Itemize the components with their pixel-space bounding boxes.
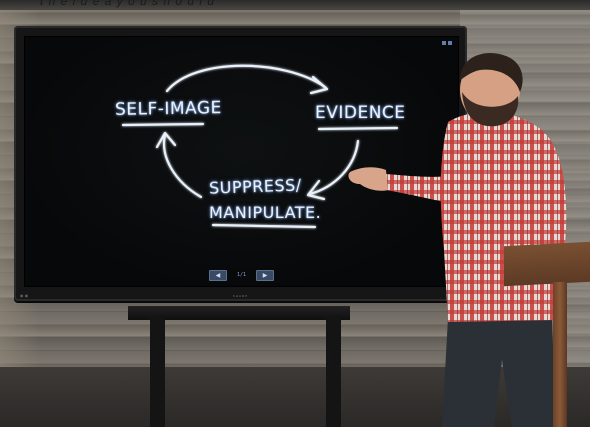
podium-top: [504, 241, 590, 287]
arrowhead-self-image: [155, 131, 177, 149]
monitor-stand-leg-right: [326, 318, 341, 427]
underline-self-image: [121, 122, 205, 127]
presenter-shirt: [440, 111, 567, 322]
caption-text: t h e i d e a y o u s h o u l d: [40, 0, 216, 8]
presenter-hair: [460, 53, 523, 92]
node-evidence: EVIDENCE: [315, 103, 406, 123]
screen-corner-icons[interactable]: [442, 41, 452, 45]
top-caption-strip: t h e i d e a y o u s h o u l d: [0, 0, 590, 10]
monitor-stand-leg-left: [150, 318, 165, 427]
podium-post: [553, 282, 567, 427]
arrow-evidence-to-suppress: [308, 139, 360, 196]
previous-page-button[interactable]: ◀: [208, 269, 227, 281]
next-page-button[interactable]: ▶: [256, 269, 275, 281]
presenter-hand: [348, 167, 388, 191]
monitor-brand-logo: SHARP: [232, 294, 249, 298]
monitor-stand-bar: [128, 306, 350, 320]
arrowhead-suppress: [306, 179, 326, 201]
arrowhead-evidence: [309, 75, 329, 95]
bezel-indicator-icon: ● ●: [20, 293, 29, 298]
presenter-arm: [386, 174, 456, 204]
whiteboard-screen: SELF-IMAGE EVIDENCE SUPPRESS/ MANIPULATE…: [24, 36, 459, 287]
underline-evidence: [317, 126, 399, 131]
presenter-beard: [462, 92, 519, 127]
window-icon[interactable]: [442, 41, 446, 45]
presenter-jeans: [442, 318, 556, 427]
slide-navigation: ◀ 1/1 ▶: [25, 268, 458, 282]
display-monitor: SELF-IMAGE EVIDENCE SUPPRESS/ MANIPULATE…: [14, 26, 467, 301]
page-indicator: 1/1: [236, 272, 247, 278]
whiteboard-drawing: [121, 64, 399, 229]
underline-manipulate: [211, 223, 317, 229]
arrow-suppress-to-self: [162, 133, 203, 199]
arrow-self-to-evidence: [165, 64, 327, 93]
node-manipulate: MANIPULATE.: [209, 203, 322, 222]
window-icon[interactable]: [448, 41, 452, 45]
